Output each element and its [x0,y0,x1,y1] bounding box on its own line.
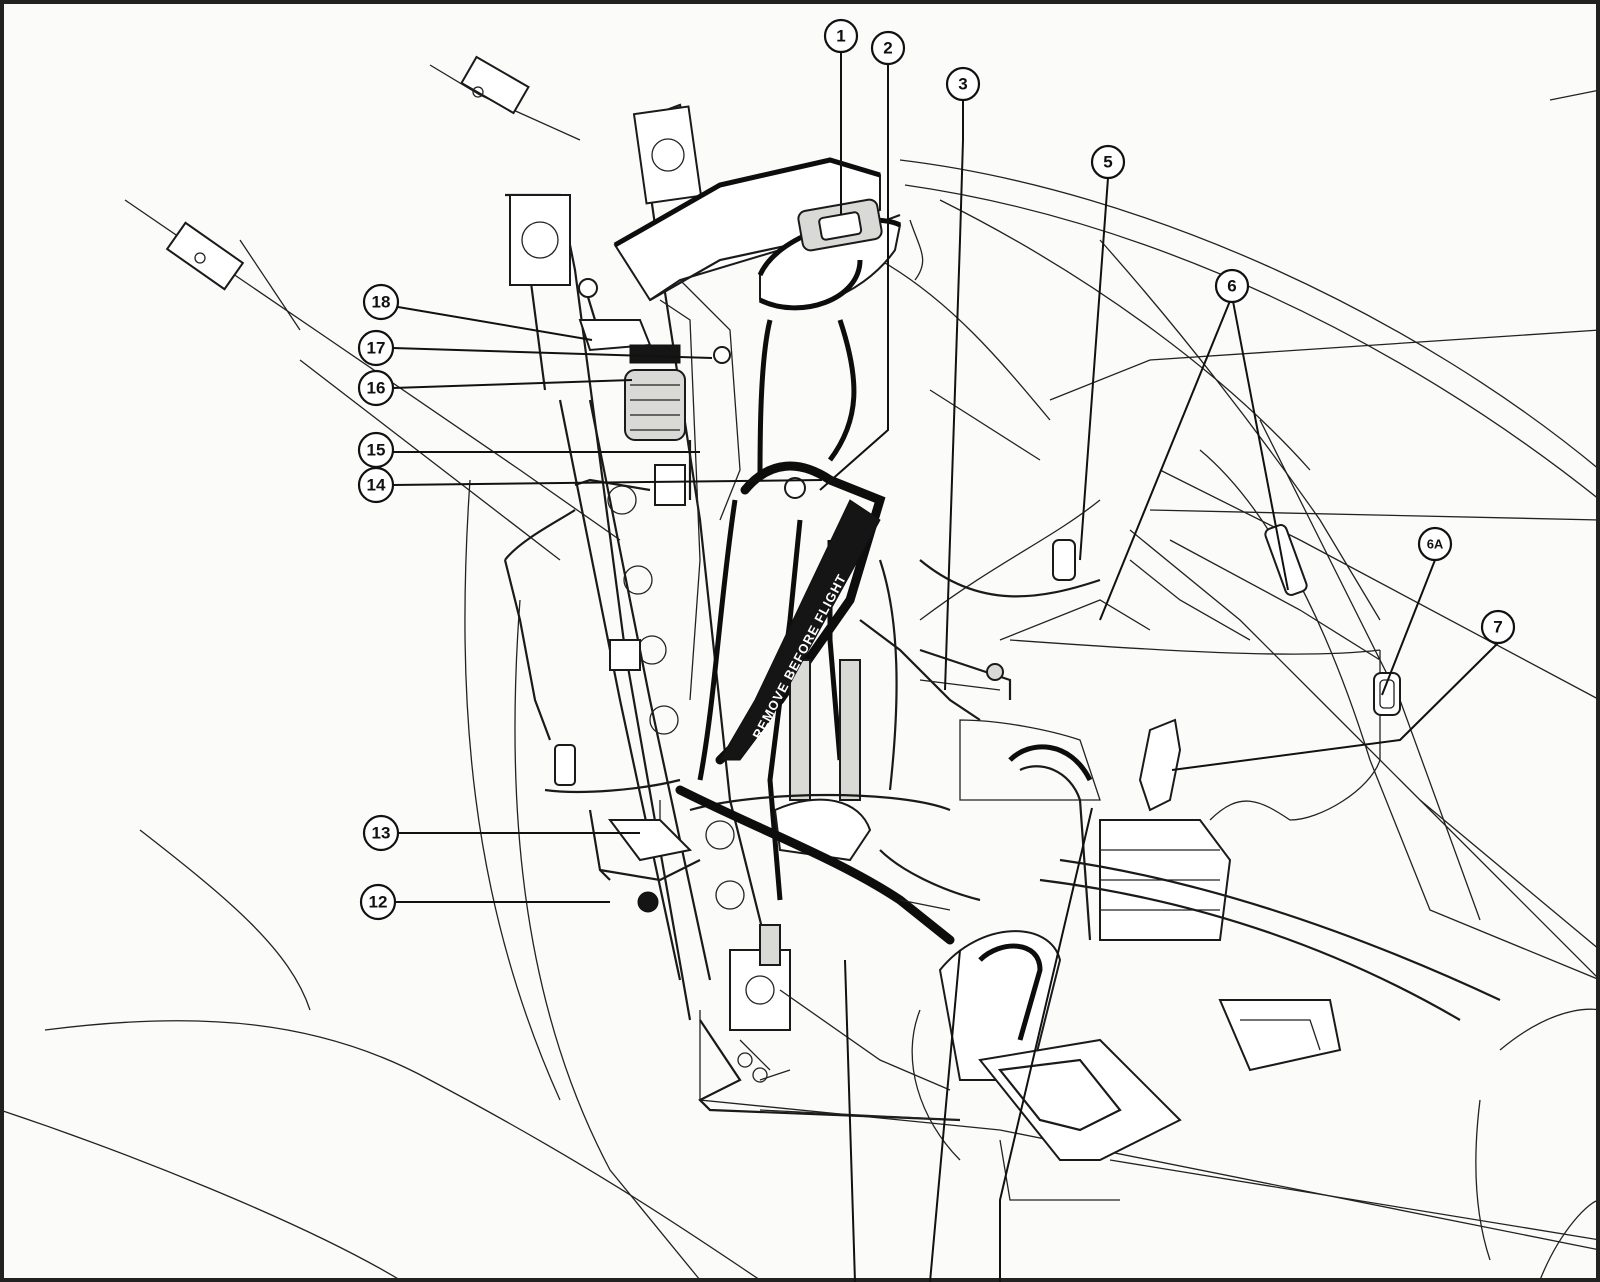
leader-lines [392,52,1499,1282]
svg-text:6A: 6A [1427,537,1444,552]
callouts: 1 2 3 5 6 6A 7 12 13 14 15 16 17 18 [357,18,1516,921]
left-mechanism [503,278,806,913]
callout-6: 6 [1214,268,1250,304]
svg-text:17: 17 [367,339,386,358]
callout-6a: 6A [1417,526,1453,562]
callout-2: 2 [870,30,906,66]
callout-3: 3 [945,66,981,102]
seat-rails [505,103,782,1021]
seat-base [698,849,981,1122]
callout-14: 14 [357,466,395,504]
callout-5: 5 [1090,144,1126,180]
canopy-structure [879,89,1600,1281]
svg-text:2: 2 [883,39,892,58]
svg-text:5: 5 [1103,153,1112,172]
fuselage-lines [0,55,1600,1281]
callout-15: 15 [357,431,395,469]
svg-text:6: 6 [1227,277,1236,296]
svg-text:16: 16 [367,379,386,398]
svg-text:12: 12 [369,893,388,912]
svg-text:14: 14 [367,476,386,495]
svg-text:13: 13 [372,824,391,843]
callout-17: 17 [357,329,395,367]
svg-text:15: 15 [367,441,386,460]
callout-12: 12 [359,883,397,921]
svg-text:18: 18 [372,293,391,312]
callout-16: 16 [357,369,395,407]
callout-7: 7 [1480,609,1516,645]
callout-13: 13 [362,814,400,852]
ejection-seat [613,157,1012,945]
svg-text:3: 3 [958,75,967,94]
control-area [911,559,1501,1161]
svg-text:7: 7 [1493,618,1502,637]
svg-text:1: 1 [836,27,845,46]
callout-1: 1 [823,18,859,54]
callout-18: 18 [362,283,400,321]
